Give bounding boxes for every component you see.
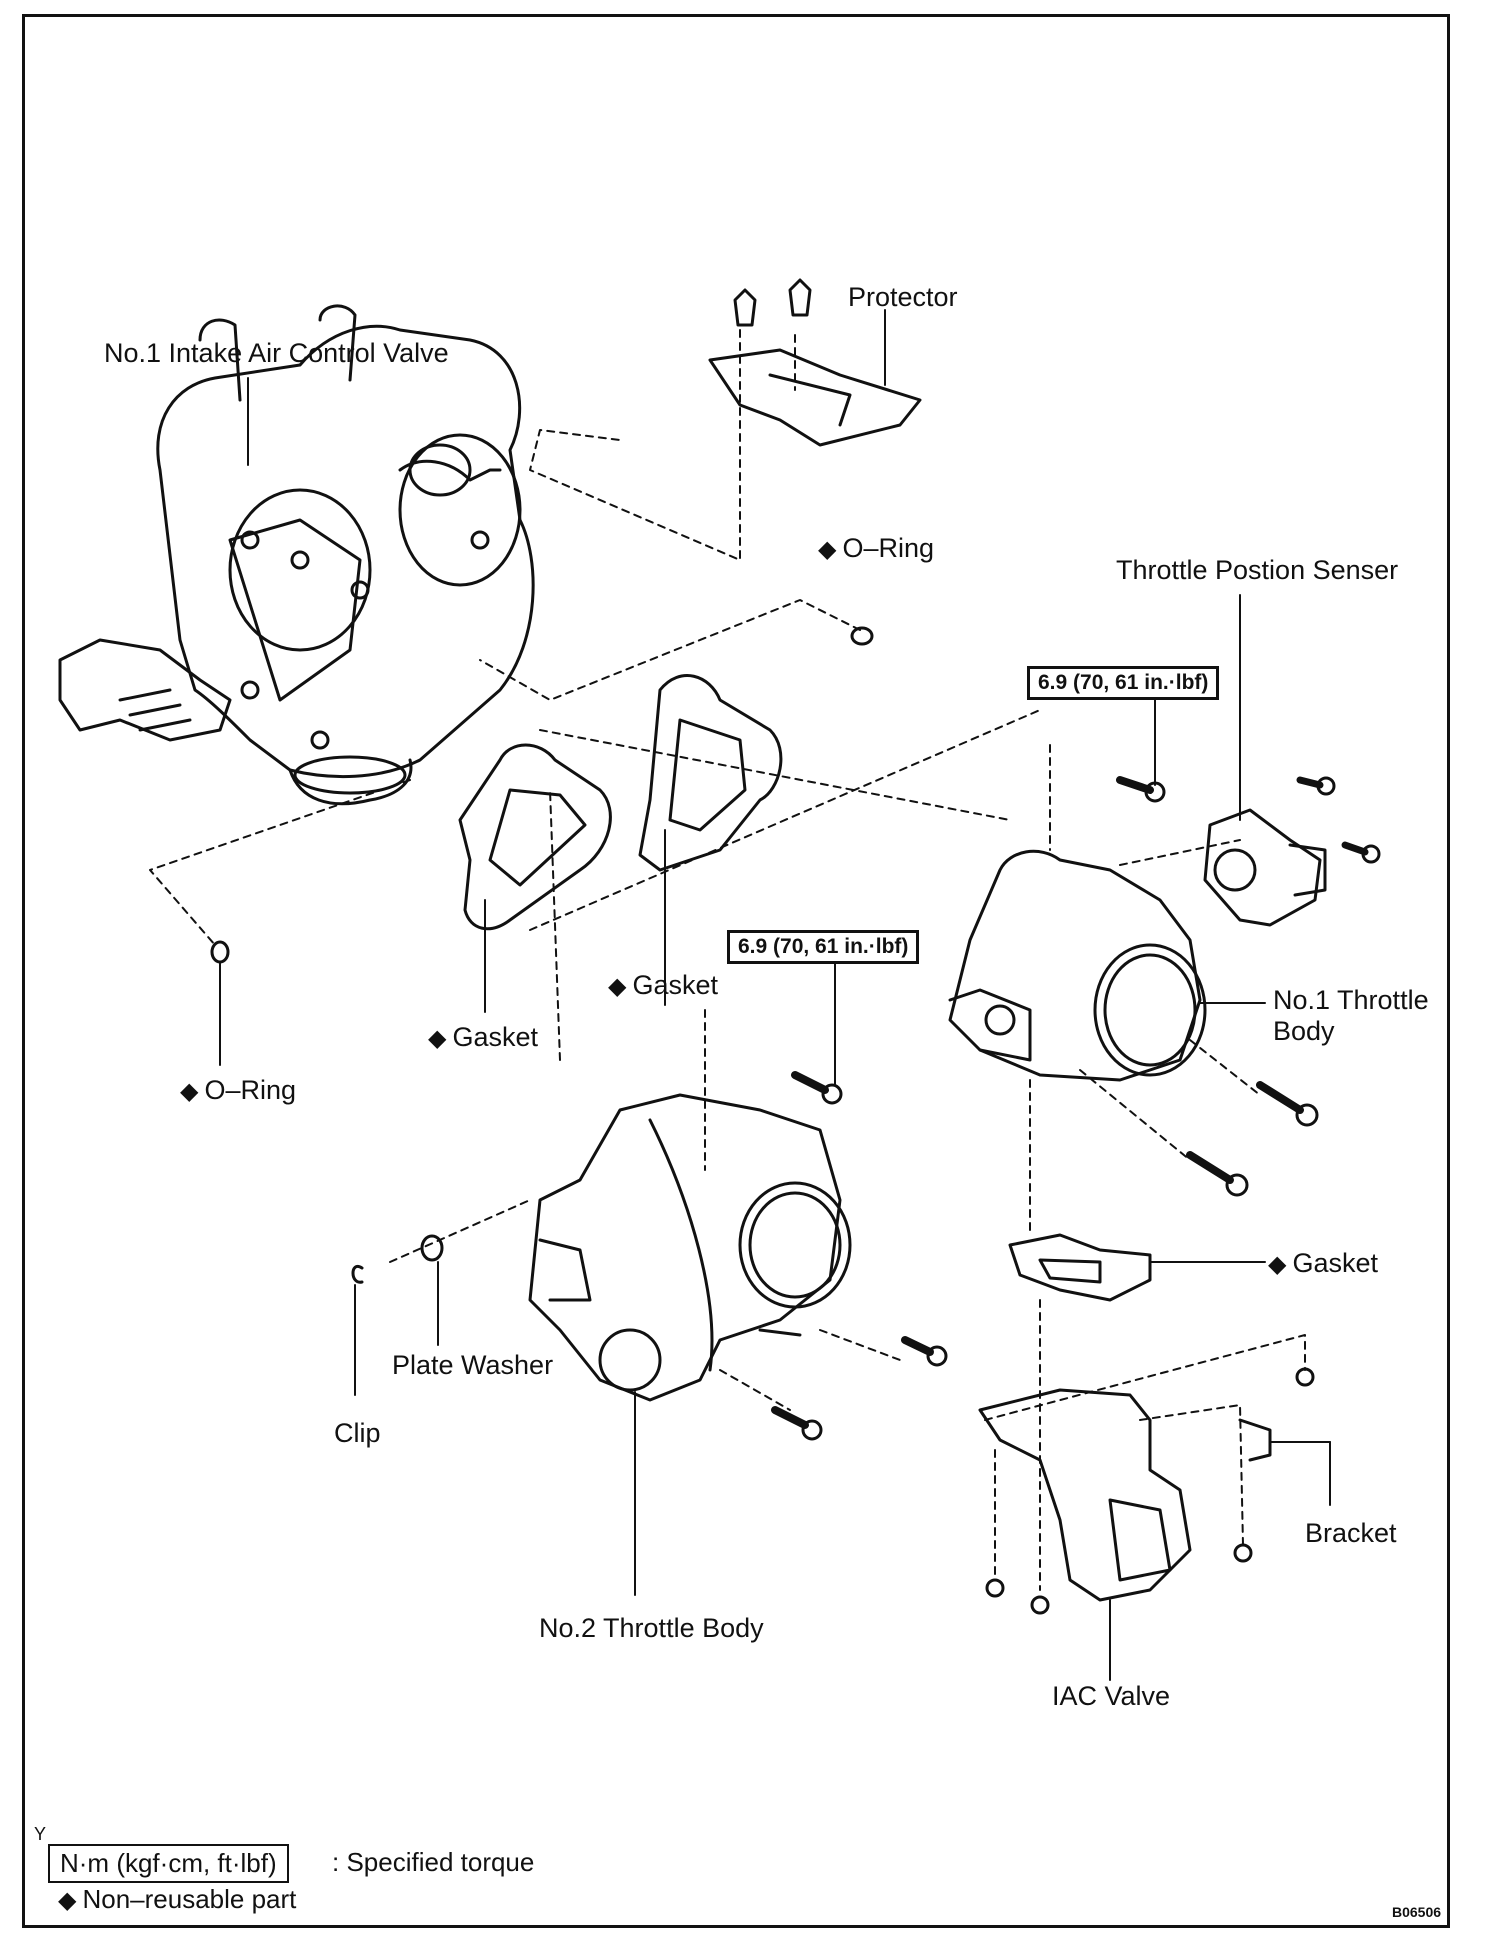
nonreusable-mark: ◆ — [818, 536, 837, 563]
protector-part — [708, 278, 922, 447]
clip-label: Clip — [334, 1418, 381, 1448]
torque-unit-description: : Specified torque — [332, 1847, 535, 1877]
oring-top-part — [850, 626, 874, 646]
bracket-label: Bracket — [1305, 1518, 1397, 1548]
throttle-body-1-part — [948, 849, 1207, 1082]
oring-left-label: ◆O–Ring — [180, 1075, 297, 1105]
bolts — [771, 776, 1381, 1615]
corner-letter: Y — [34, 1824, 47, 1844]
gasket-left-label: ◆Gasket — [428, 1022, 539, 1052]
torque-spec-upper: 6.9 (70, 61 in.·lbf) — [1027, 666, 1220, 700]
gasket-mid-part — [638, 674, 783, 872]
plate-washer-label: Plate Washer — [392, 1350, 554, 1380]
plate-washer-part — [420, 1234, 444, 1262]
iac-valve-part — [978, 1388, 1272, 1602]
nonreusable-mark: ◆ — [180, 1078, 199, 1105]
tps-part — [1203, 808, 1327, 927]
torque-unit-box: N·m (kgf·cm, ft·lbf) — [48, 1844, 289, 1883]
diagram-frame — [22, 14, 1450, 1928]
oring-top-label: ◆O–Ring — [818, 533, 935, 563]
oring-left-part — [210, 940, 230, 964]
nonreusable-mark: ◆ — [428, 1025, 447, 1052]
intake-valve-label: No.1 Intake Air Control Valve — [104, 338, 449, 368]
nonreusable-mark: ◆ — [1268, 1251, 1287, 1278]
tps-label: Throttle Postion Senser — [1116, 555, 1399, 585]
iac-valve-label: IAC Valve — [1052, 1681, 1171, 1711]
figure-code: B06506 — [1392, 1904, 1442, 1920]
throttle-body-2-label: No.2 Throttle Body — [539, 1613, 764, 1643]
gasket-iac-label: ◆Gasket — [1268, 1248, 1379, 1278]
throttle-body-2-part — [528, 1093, 852, 1402]
gasket-left-part — [458, 743, 612, 931]
torque-spec-lower: 6.9 (70, 61 in.·lbf) — [727, 930, 920, 964]
throttle-body-1-label: No.1 Throttle Body — [1273, 985, 1429, 1047]
protector-label: Protector — [848, 282, 958, 312]
clip-part — [351, 1264, 364, 1284]
gasket-mid-label: ◆Gasket — [608, 970, 719, 1000]
nonreusable-mark: ◆ — [58, 1887, 77, 1914]
nonreusable-mark: ◆ — [608, 973, 627, 1000]
nonreusable-legend: ◆Non–reusable part — [58, 1884, 297, 1914]
intake-air-control-valve — [58, 304, 535, 806]
gasket-iac-part — [1008, 1233, 1152, 1302]
